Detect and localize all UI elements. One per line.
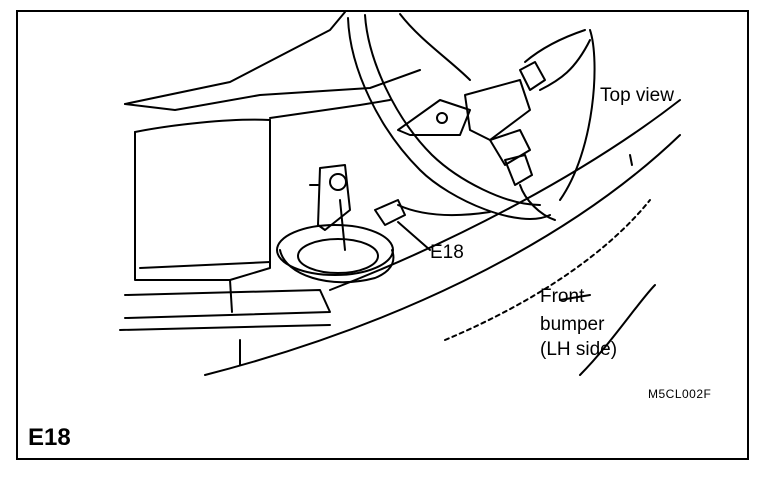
connector-plug-2 xyxy=(504,154,533,186)
lower-panel-bottom xyxy=(119,324,331,366)
bumper-leader xyxy=(559,294,591,301)
horn-inner xyxy=(297,238,379,274)
bumper-shadow xyxy=(579,284,656,376)
bumper-inner-dashed xyxy=(444,199,651,341)
hose-2 xyxy=(364,14,541,206)
hose-upper xyxy=(524,29,591,91)
support-block-top xyxy=(134,118,271,133)
mount-bracket xyxy=(397,99,471,136)
figure-code: M5CL002F xyxy=(648,387,712,401)
horn-terminal xyxy=(374,199,406,226)
hose-1 xyxy=(347,17,551,220)
wire-to-bumper xyxy=(519,184,556,221)
connector-plug xyxy=(489,129,531,166)
bracket-nut xyxy=(329,173,347,191)
support-block xyxy=(134,119,271,281)
horn-body xyxy=(279,249,395,284)
hose-outer xyxy=(559,29,596,201)
horn-bracket xyxy=(317,164,351,231)
lower-panel xyxy=(124,289,331,319)
bumper-mid xyxy=(329,99,681,291)
bumper-label-line1: Front xyxy=(540,286,585,307)
horn-wire xyxy=(397,204,491,217)
bumper-outer xyxy=(204,134,681,376)
bracket-bolt xyxy=(436,112,448,124)
bumper-label-line2: bumper xyxy=(540,314,605,335)
connector-callout-label: E18 xyxy=(430,242,464,263)
rail-edge-2 xyxy=(269,99,391,119)
figure-frame xyxy=(16,10,749,460)
hose-clamp xyxy=(519,61,546,91)
upper-rail xyxy=(124,11,346,105)
bumper-tick xyxy=(629,154,633,166)
relay-body xyxy=(464,79,531,141)
e18-leader xyxy=(397,221,431,251)
rail-lower-edge xyxy=(124,69,421,111)
bumper-label-line3: (LH side) xyxy=(540,339,618,360)
top-view-label: Top view xyxy=(600,85,674,106)
support-lower xyxy=(139,261,271,313)
connector-id-heading: E18 xyxy=(28,424,71,451)
hose-3 xyxy=(399,13,471,81)
